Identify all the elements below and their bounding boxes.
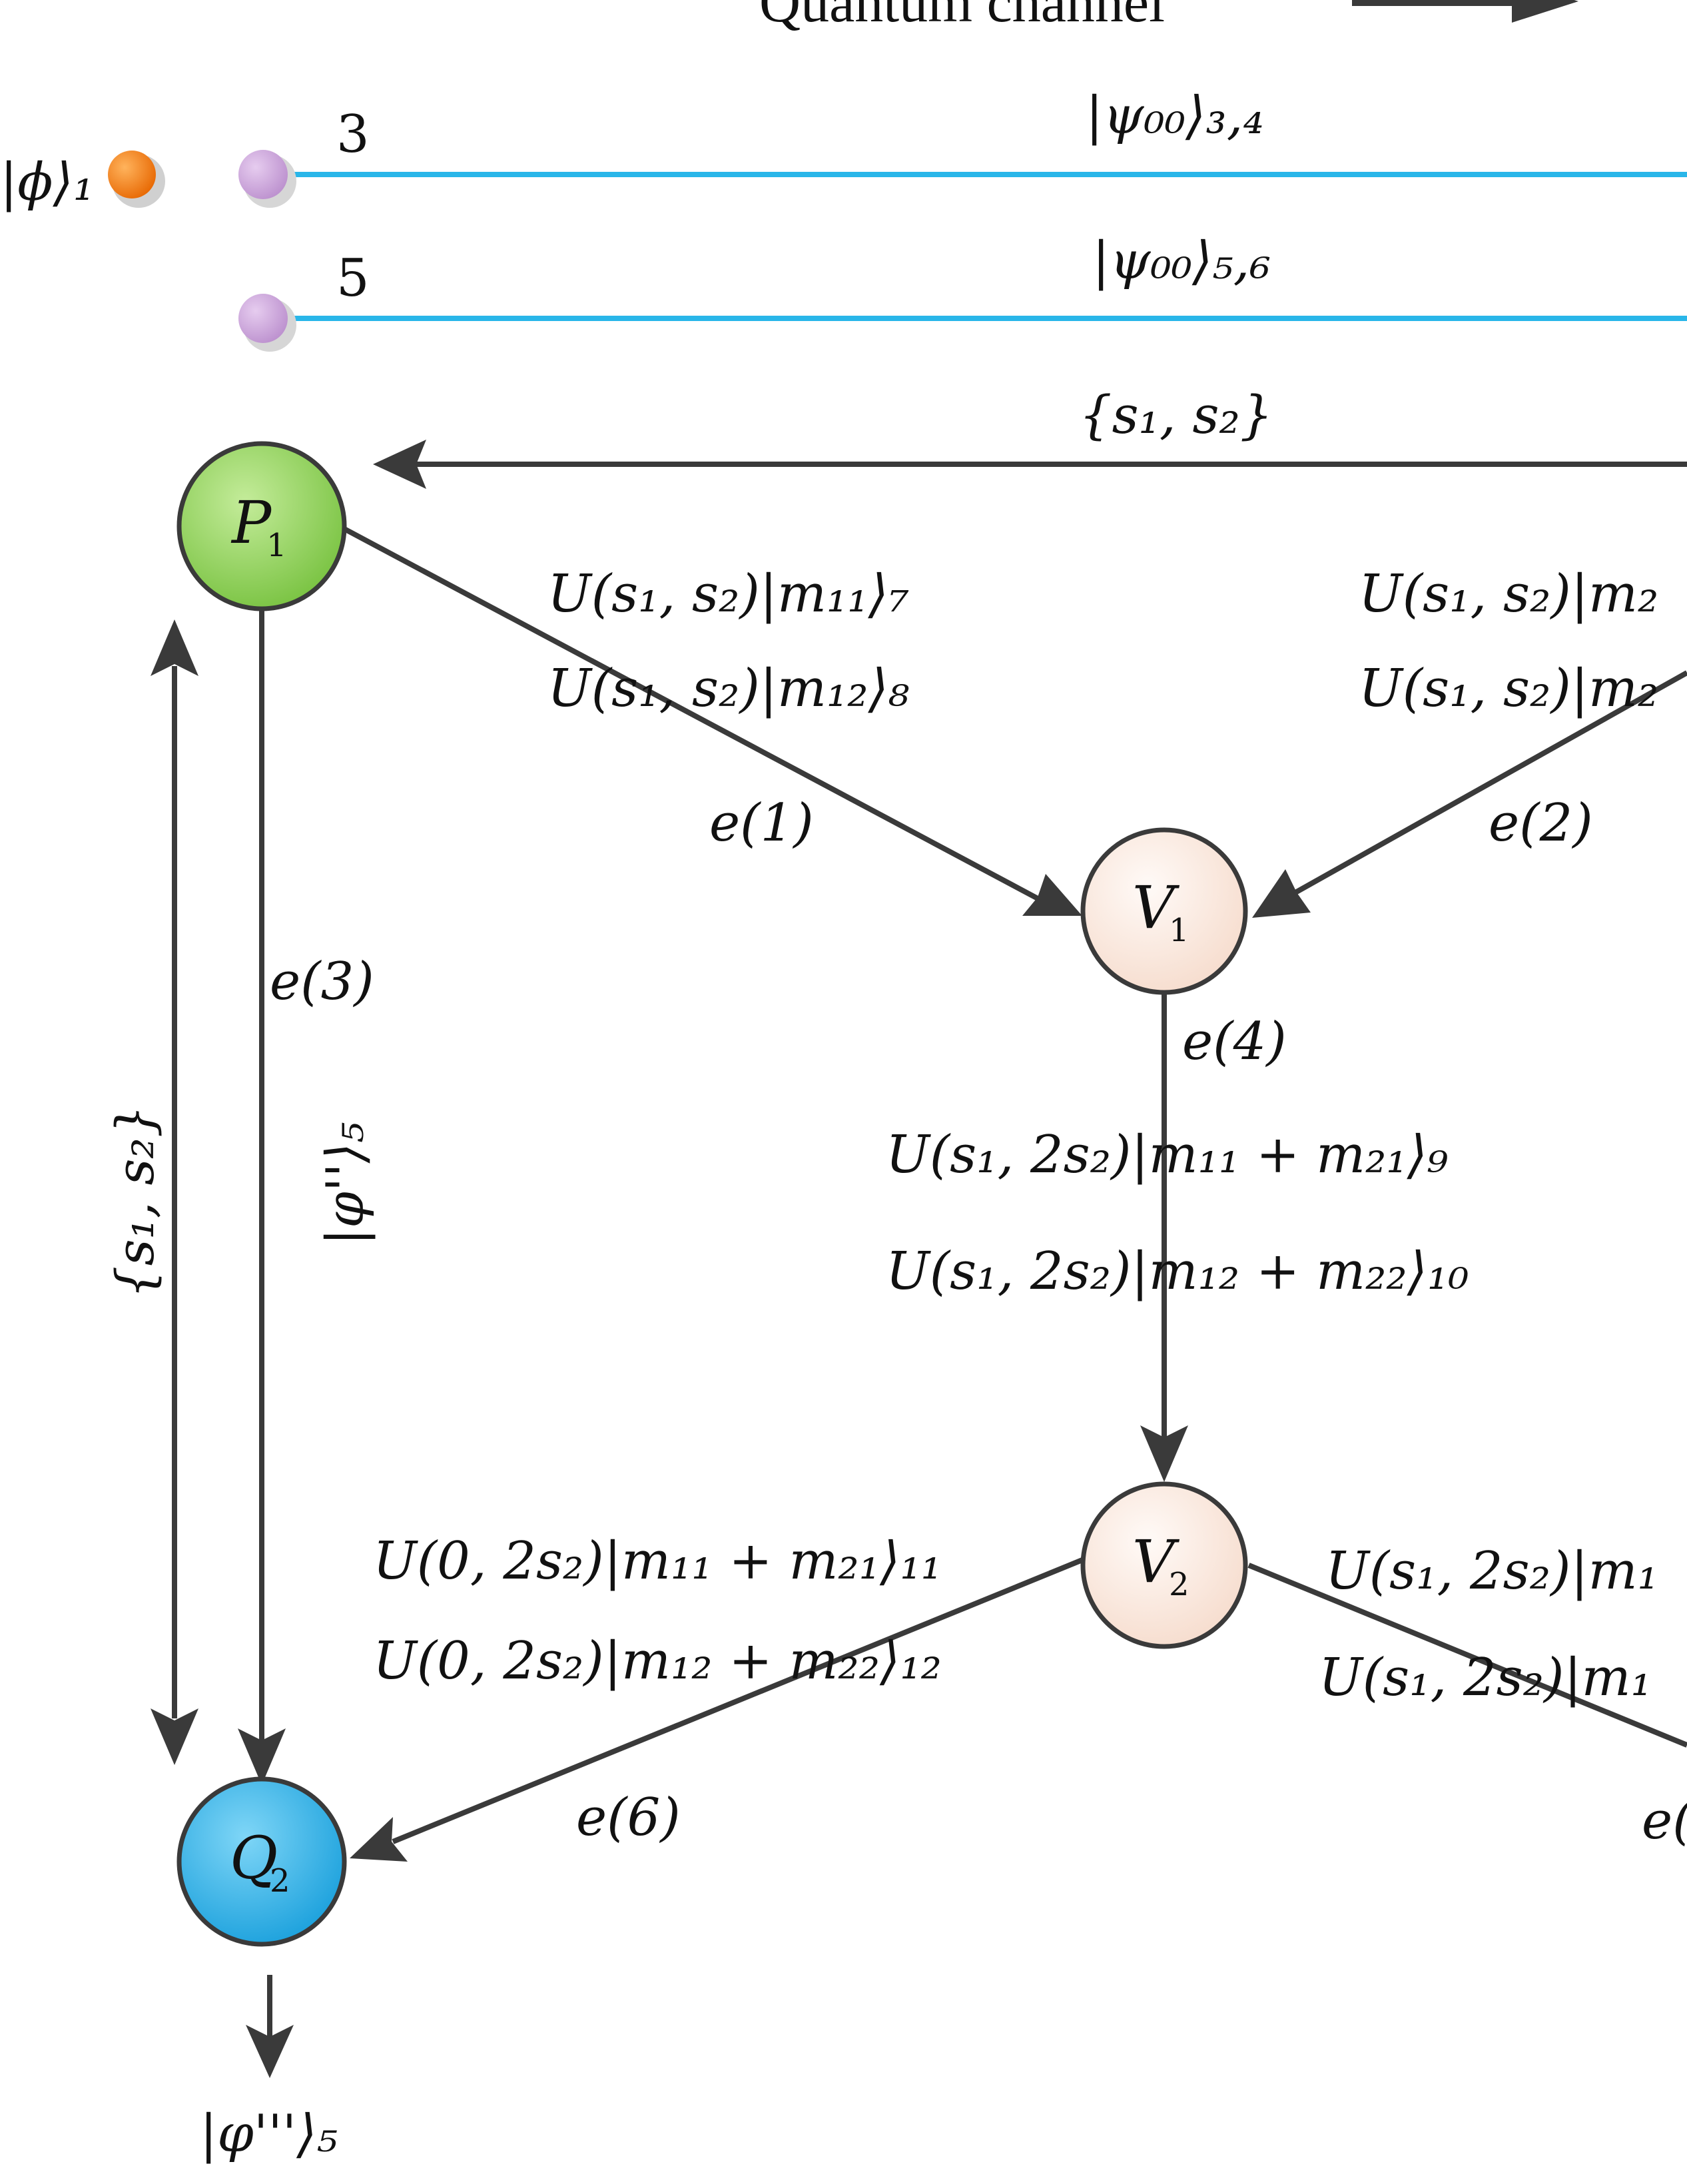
keys-side-label: {s₁, s₂} <box>106 1105 166 1299</box>
node-q2-sub: 2 <box>270 1862 290 1900</box>
qubit-3-dot <box>238 150 288 199</box>
node-v1-sub: 1 <box>1169 912 1189 949</box>
edge-e1 <box>332 520 1082 916</box>
channel-arrow <box>1352 0 1578 23</box>
qubit-3-state: |ψ₀₀⟩₃,₄ <box>1086 86 1264 146</box>
v2-right-label-2: U(s₁, 2s₂)|m₁ <box>1319 1648 1652 1708</box>
edge-e6-label: e(6) <box>576 1788 681 1848</box>
node-v1-label: V <box>1132 873 1180 942</box>
keys-top-label: {s₁, s₂} <box>1079 386 1273 446</box>
node-q2: Q 2 <box>176 1776 347 1947</box>
edge-e3 <box>238 609 286 1785</box>
edge-e3-label: e(3) <box>270 952 374 1012</box>
v2-right-label-1: U(s₁, 2s₂)|m₁ <box>1325 1541 1658 1601</box>
node-v1: V 1 <box>1080 827 1248 995</box>
v2-q2-label-1: U(0, 2s₂)|m₁₁ + m₂₁⟩₁₁ <box>373 1531 942 1591</box>
keys-arrow-to-p1 <box>373 440 1687 489</box>
p1-v1-label-1: U(s₁, s₂)|m₁₁⟩₇ <box>547 564 909 624</box>
node-p1: P 1 <box>176 441 347 611</box>
qubit-5-state: |ψ₀₀⟩₅,₆ <box>1092 231 1271 291</box>
v2-q2-label-2: U(0, 2s₂)|m₁₂ + m₂₂⟩₁₂ <box>373 1631 942 1691</box>
node-p1-label: P <box>230 488 272 557</box>
edge-e4-label: e(4) <box>1182 1012 1287 1072</box>
v1-v2-label-1: U(s₁, 2s₂)|m₁₁ + m₂₁⟩₉ <box>886 1125 1448 1185</box>
qubit-5-index: 5 <box>336 248 370 308</box>
node-v2-sub: 2 <box>1169 1566 1189 1603</box>
edge-v2-to-right <box>1247 1563 1687 1748</box>
right-v1-label-2: U(s₁, s₂)|m₂ <box>1359 659 1658 719</box>
node-v2-label: V <box>1132 1527 1180 1596</box>
node-q2-label: Q <box>230 1824 278 1892</box>
channel-label: Quantum channel <box>759 0 1165 34</box>
edge-e2-label: e(2) <box>1489 793 1593 853</box>
node-p1-sub: 1 <box>266 527 287 564</box>
v1-v2-label-2: U(s₁, 2s₂)|m₁₂ + m₂₂⟩₁₀ <box>886 1242 1469 1301</box>
edge-e2 <box>1252 670 1687 918</box>
keys-side-double-arrow <box>151 619 198 1765</box>
p1-q2-state: |φ''⟩₅ <box>316 1122 376 1246</box>
p1-v1-label-2: U(s₁, s₂)|m₁₂⟩₈ <box>547 659 909 719</box>
edge-e4 <box>1140 992 1188 1482</box>
output-state: |φ'''⟩₅ <box>200 2104 338 2164</box>
edge-partial-label: e( <box>1642 1791 1687 1851</box>
qubit-5-dot <box>238 294 288 343</box>
phi-state-label: |ϕ⟩₁ <box>0 153 94 212</box>
output-arrow <box>246 1975 294 2078</box>
edge-e6 <box>350 1556 1087 1862</box>
phi-qubit-dot <box>108 151 156 198</box>
right-v1-label-1: U(s₁, s₂)|m₂ <box>1359 564 1658 624</box>
node-v2: V 2 <box>1080 1481 1248 1649</box>
qubit-3-index: 3 <box>336 105 370 165</box>
edge-e1-label: e(1) <box>709 793 814 853</box>
